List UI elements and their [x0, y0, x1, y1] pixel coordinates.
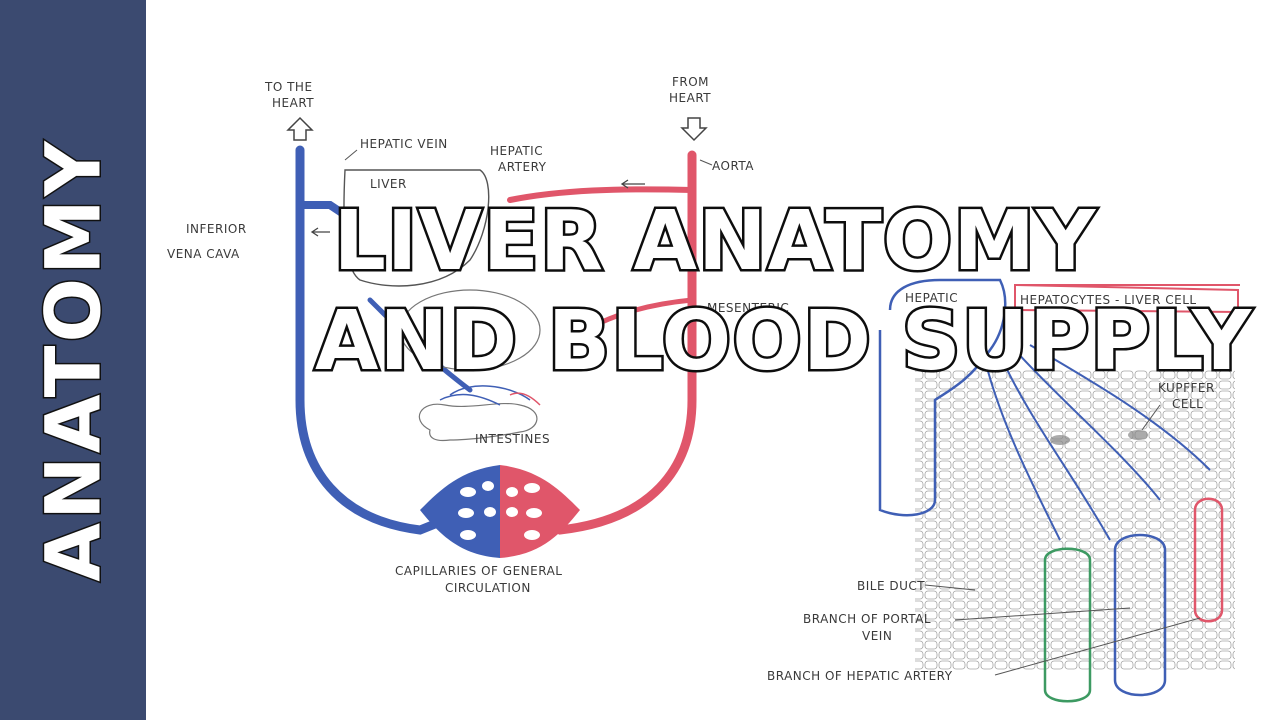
- aorta-vessel: [515, 150, 697, 535]
- label-portal-vein-1: BRANCH OF PORTAL: [803, 612, 931, 626]
- sinusoids: [984, 344, 1211, 541]
- hepatic-artery-vessel: [507, 186, 695, 203]
- intestine-vessels: [439, 385, 531, 406]
- hepatic-vein-vessel: [296, 201, 349, 219]
- title-line-2: AND BLOOD SUPPLY: [313, 292, 1254, 392]
- label-from-heart-2: HEART: [669, 91, 711, 105]
- label-to-the-heart-1: TO THE: [264, 80, 313, 94]
- label-liver: LIVER: [370, 177, 407, 191]
- stomach-sketch: [399, 289, 541, 371]
- intestine-arteries: [509, 392, 541, 406]
- label-from-heart-1: FROM: [672, 75, 709, 89]
- title-overlay: LIVER ANATOMY AND BLOOD SUPPLY: [313, 192, 1254, 392]
- label-mesenteric: MESENTERIC: [707, 301, 789, 315]
- mesenteric-artery-vessel: [557, 297, 695, 353]
- label-hepatic: HEPATIC: [905, 291, 958, 305]
- intestines-sketch: [418, 402, 538, 442]
- label-capillaries-1: CAPILLARIES OF GENERAL: [395, 564, 562, 578]
- label-to-the-heart-2: HEART: [272, 96, 314, 110]
- portal-vein-branch: [1113, 533, 1167, 697]
- label-hepatic-vein: HEPATIC VEIN: [360, 137, 448, 151]
- hepatocyte-tissue: [915, 370, 1235, 670]
- label-kupffer-2: CELL: [1172, 397, 1203, 411]
- title-line-1: LIVER ANATOMY: [331, 192, 1098, 292]
- flow-arrow-left-icon: [620, 179, 645, 189]
- lobule-hepatic-vein: [878, 278, 1007, 517]
- label-hepatic-artery-branch: BRANCH OF HEPATIC ARTERY: [767, 669, 953, 683]
- kupffer-cell-1: [1128, 430, 1148, 440]
- arrow-down-icon: [680, 117, 708, 142]
- label-bile-duct: BILE DUCT: [857, 579, 925, 593]
- label-ivc-2: VENA CAVA: [167, 247, 240, 261]
- label-hepatic-artery-2: ARTERY: [498, 160, 547, 174]
- label-ivc-1: INFERIOR: [186, 222, 247, 236]
- hepatocytes-box: [1014, 283, 1240, 314]
- portal-vein-vessel: [367, 297, 473, 393]
- sidebar-banner: ANATOMY: [0, 0, 146, 720]
- label-capillaries-2: CIRCULATION: [445, 581, 531, 595]
- liver-outline: [343, 169, 490, 287]
- label-portal-vein-2: VEIN: [862, 629, 892, 643]
- capillary-holes: [458, 481, 542, 540]
- label-hepatic-artery-1: HEPATIC: [490, 144, 543, 158]
- label-aorta: AORTA: [712, 159, 754, 173]
- arrow-up-icon: [286, 116, 314, 141]
- hepatic-artery-branch: [1193, 497, 1224, 623]
- bile-duct-vessel: [1043, 547, 1092, 703]
- label-kupffer-1: KUPFFER: [1158, 381, 1215, 395]
- kupffer-cell-2: [1050, 435, 1070, 445]
- label-intestines: INTESTINES: [475, 432, 550, 446]
- label-hepatocytes: HEPATOCYTES - LIVER CELL: [1020, 293, 1197, 307]
- flow-arrow-ivc-icon: [310, 227, 330, 237]
- inferior-vena-cava: [295, 145, 475, 535]
